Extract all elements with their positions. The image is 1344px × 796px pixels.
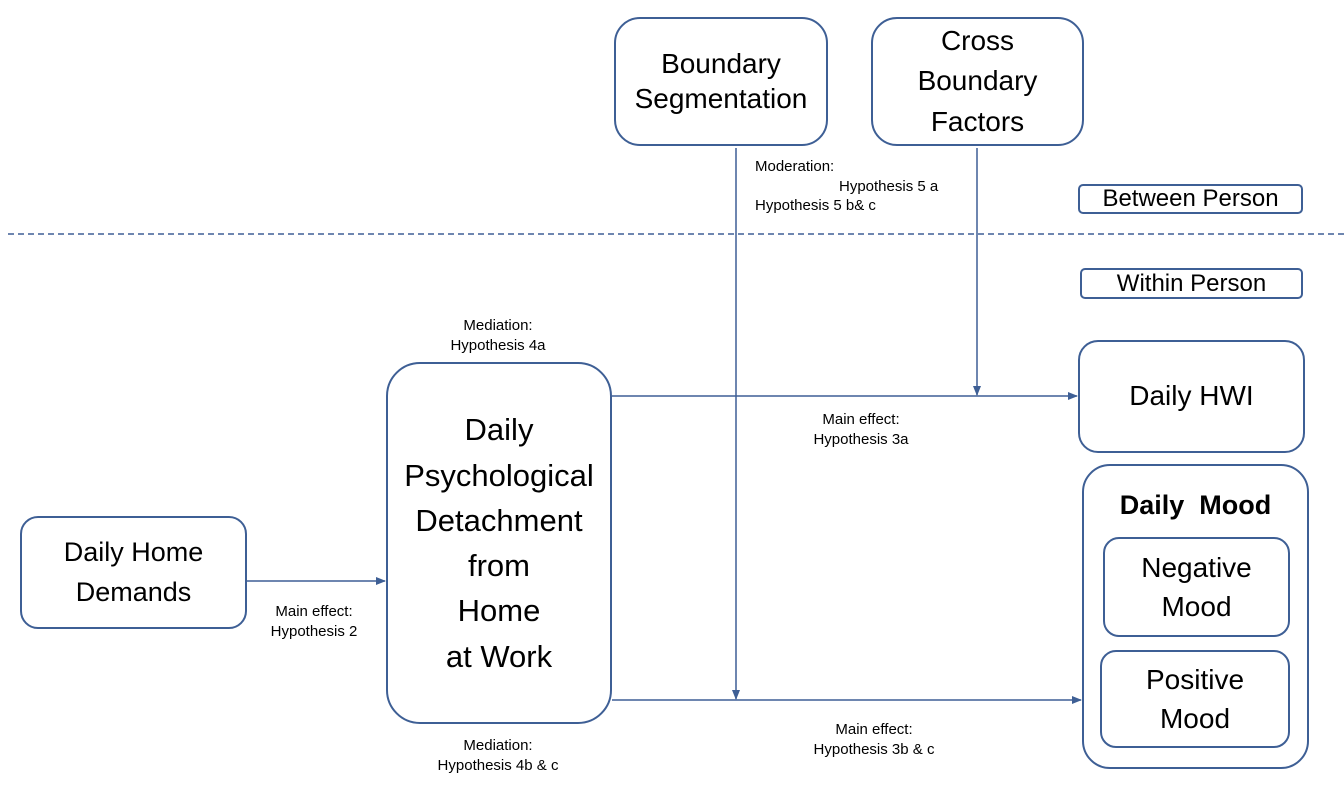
moderation-note: Moderation: Hypothesis 5 a Hypothesis 5 … bbox=[755, 157, 938, 216]
note-line: Main effect: bbox=[835, 721, 913, 738]
main-effect-h2-note: Main effect: Hypothesis 2 bbox=[256, 602, 372, 641]
box-line: Boundary bbox=[661, 48, 781, 80]
note-line: Hypothesis 5 a bbox=[839, 177, 939, 195]
within-person-label: Within Person bbox=[1080, 268, 1303, 299]
main-effect-h3a-note: Main effect: Hypothesis 3a bbox=[798, 410, 924, 449]
note-line: Hypothesis 4b & c bbox=[437, 756, 559, 774]
main-effect-h3bc-note: Main effect: Hypothesis 3b & c bbox=[798, 720, 950, 759]
note-line: Mediation: bbox=[463, 737, 533, 754]
box-line: at Work bbox=[445, 638, 553, 674]
box-line: Factors bbox=[930, 105, 1025, 137]
box-line: Boundary bbox=[917, 65, 1038, 97]
cross-boundary-factors-box: Cross Boundary Factors bbox=[871, 17, 1084, 146]
box-line: Daily Home bbox=[63, 537, 204, 568]
positive-mood-box: Positive Mood bbox=[1100, 650, 1290, 748]
box-line: Cross bbox=[940, 24, 1015, 56]
note-line: Main effect: bbox=[275, 603, 353, 620]
box-line: Daily bbox=[464, 412, 534, 448]
box-line: from bbox=[468, 548, 530, 583]
box-line: Demands bbox=[75, 576, 192, 607]
negative-mood-box: Negative Mood bbox=[1103, 537, 1290, 637]
note-line: Hypothesis 5 b& c bbox=[755, 197, 876, 214]
daily-home-demands-box: Daily Home Demands bbox=[20, 516, 247, 629]
note-line: Main effect: bbox=[822, 411, 900, 428]
note-line: Hypothesis 4a bbox=[450, 336, 546, 354]
box-line: Mood bbox=[1159, 703, 1231, 734]
note-line: Mediation: bbox=[463, 317, 533, 334]
box-line: Detachment bbox=[415, 502, 583, 538]
box-line: Mood bbox=[1161, 591, 1232, 622]
note-line: Hypothesis 2 bbox=[270, 622, 358, 640]
mediation-top-note: Mediation: Hypothesis 4a bbox=[430, 316, 566, 355]
note-line: Hypothesis 3a bbox=[813, 430, 909, 448]
mediation-bottom-note: Mediation: Hypothesis 4b & c bbox=[420, 736, 576, 775]
box-line: Positive bbox=[1145, 663, 1245, 695]
box-line: Daily HWI bbox=[1129, 380, 1254, 412]
note-line: Moderation: bbox=[755, 158, 835, 175]
box-line: Negative bbox=[1141, 551, 1252, 583]
between-person-label: Between Person bbox=[1078, 184, 1303, 214]
note-line: Hypothesis 3b & c bbox=[813, 740, 935, 758]
boundary-segmentation-box: Boundary Segmentation bbox=[614, 17, 828, 146]
daily-mood-title: Daily Mood bbox=[1119, 490, 1272, 520]
box-line: Segmentation bbox=[634, 82, 808, 114]
box-line: Psychological bbox=[404, 457, 594, 493]
psychological-detachment-box: Daily Psychological Detachment from Home… bbox=[386, 362, 612, 724]
box-line: Home bbox=[457, 593, 541, 629]
daily-hwi-box: Daily HWI bbox=[1078, 340, 1305, 453]
